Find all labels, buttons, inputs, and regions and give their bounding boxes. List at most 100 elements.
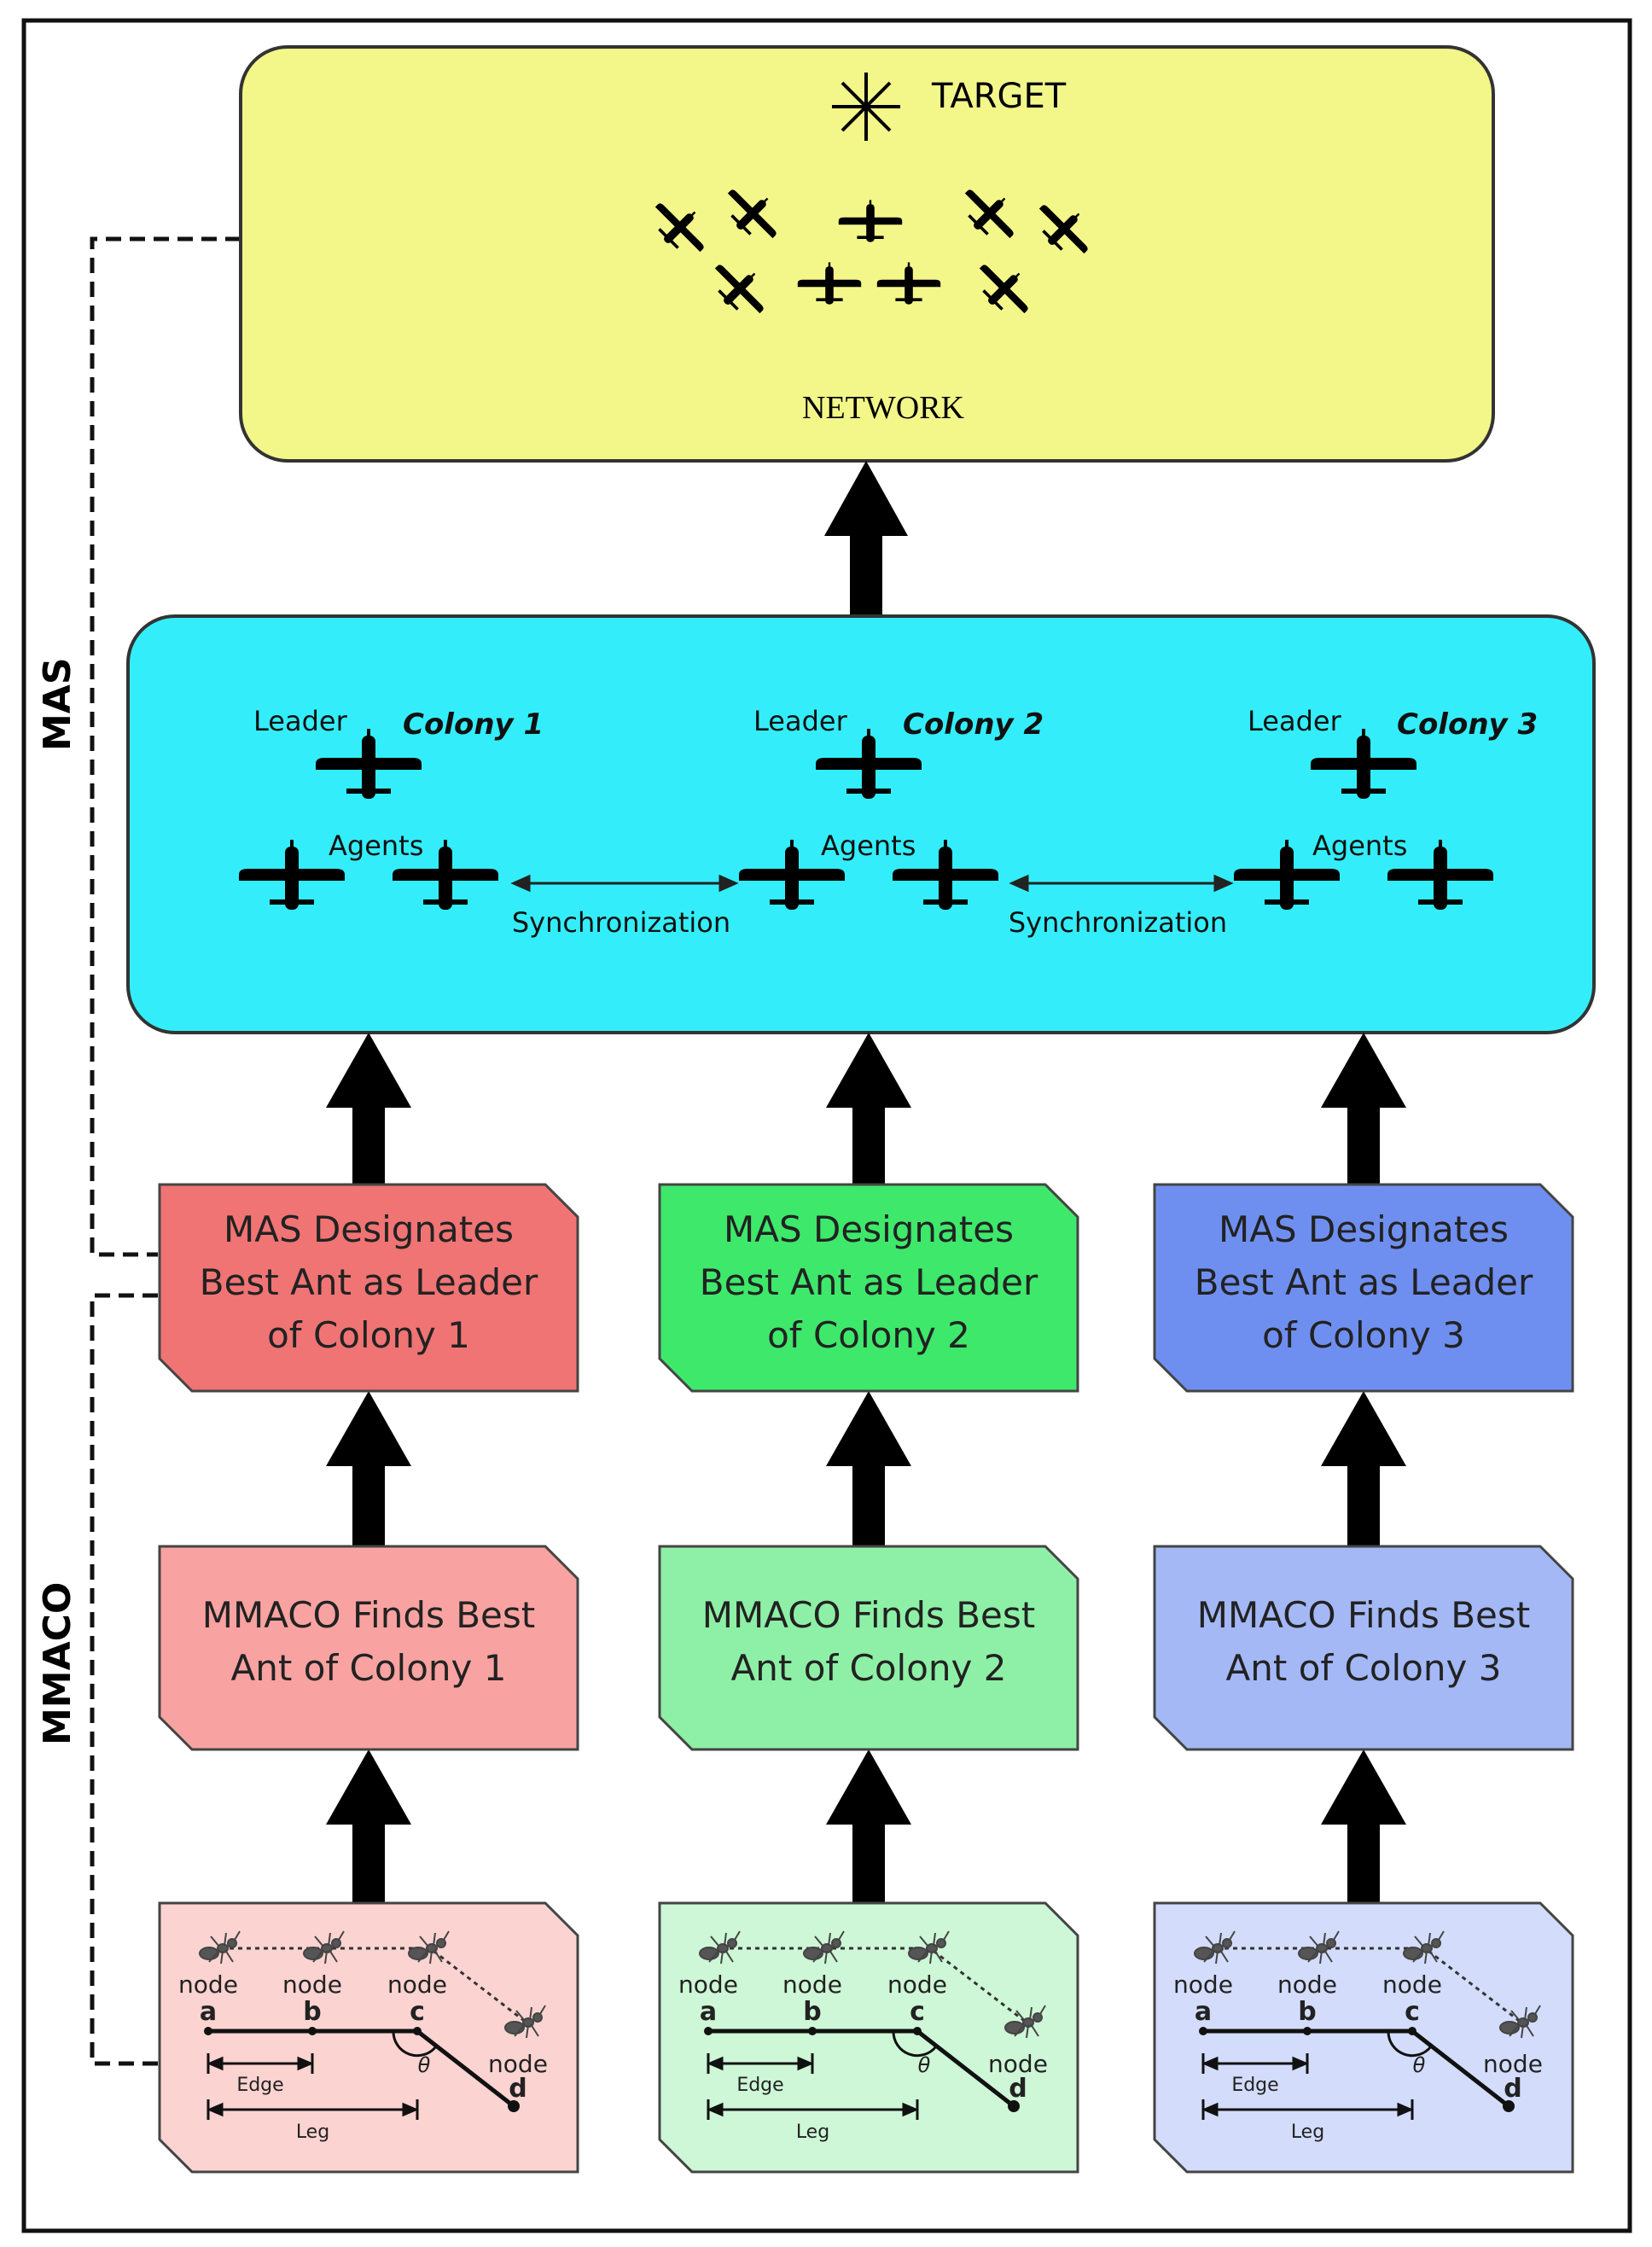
- node-label: node: [678, 1970, 738, 1999]
- leader-label: Leader: [1248, 705, 1342, 737]
- node-letter: b: [303, 1997, 321, 2027]
- node-letter: c: [410, 1997, 425, 2027]
- outer-frame: [21, 18, 1632, 2233]
- edge-dimension: [1201, 2053, 1309, 2074]
- finds-best-ant-text: MMACO Finds Best: [1197, 1594, 1531, 1636]
- colony-label: Colony 2: [903, 707, 1044, 742]
- theta-label: θ: [418, 2053, 431, 2077]
- leg-label: Leg: [796, 2122, 829, 2143]
- finds-best-ant-text: Ant of Colony 1: [231, 1647, 507, 1689]
- graph-node: [1303, 2027, 1312, 2035]
- agents-label: Agents: [329, 830, 423, 862]
- edge-dimension: [206, 2053, 314, 2074]
- colony-1-group: Leader Colony 1 Agents: [239, 705, 544, 910]
- edge-label: Edge: [736, 2075, 783, 2096]
- theta-arc: [1387, 2030, 1433, 2058]
- arrow-up-icon: [326, 1391, 411, 1546]
- graph-node: [913, 2027, 922, 2035]
- graph-node: [1408, 2027, 1416, 2035]
- arrow-up-icon: [824, 461, 908, 616]
- colony-2-group: Leader Colony 2 Agents: [739, 705, 1044, 910]
- node-label: node: [887, 1970, 947, 1999]
- node-label: node: [1173, 1970, 1233, 1999]
- ant-path-graph-box: [1153, 1901, 1574, 2174]
- leg-label: Leg: [296, 2122, 329, 2143]
- node-label: node: [1277, 1970, 1337, 1999]
- colony-label: Colony 3: [1397, 707, 1538, 742]
- mas-side-label: MAS: [36, 657, 79, 751]
- designate-leader-text: of Colony 2: [767, 1314, 970, 1356]
- designate-leader-text: of Colony 1: [267, 1314, 470, 1356]
- arrow-up-icon: [326, 1033, 411, 1185]
- node-letter: a: [1195, 1997, 1212, 2027]
- leg-label: Leg: [1291, 2122, 1324, 2143]
- star-target-icon: [832, 73, 900, 141]
- finds-best-ant-text: MMACO Finds Best: [702, 1594, 1036, 1636]
- edge-label: Edge: [236, 2075, 283, 2096]
- arrow-up-icon: [826, 1749, 911, 1903]
- mas-panel: [126, 614, 1596, 1034]
- designate-leader-box: [158, 1183, 579, 1393]
- node-label: node: [1483, 2050, 1543, 2078]
- graph-node: [1503, 2100, 1515, 2112]
- theta-arc: [892, 2030, 938, 2058]
- node-label: node: [988, 2050, 1048, 2078]
- finds-best-ant-box: [1153, 1545, 1574, 1751]
- graph-node: [704, 2027, 713, 2035]
- finds-best-ant-box: [158, 1545, 579, 1751]
- theta-label: θ: [1413, 2053, 1426, 2077]
- edge-label: Edge: [1231, 2075, 1278, 2096]
- sync-label-2: Synchronization: [1009, 906, 1227, 939]
- mmaco-side-label: MMACO: [36, 1582, 79, 1745]
- arrow-up-icon: [1321, 1391, 1406, 1546]
- sync-arrow-1: [510, 874, 739, 893]
- node-letter: b: [1298, 1997, 1316, 2027]
- theta-label: θ: [918, 2053, 931, 2077]
- colony-label: Colony 1: [403, 707, 544, 742]
- graph-node: [308, 2027, 317, 2035]
- theta-arc: [392, 2030, 438, 2058]
- graph-node: [204, 2027, 212, 2035]
- sync-arrow-2: [1009, 874, 1234, 893]
- node-label: node: [387, 1970, 447, 1999]
- designate-leader-text: MAS Designates: [224, 1208, 514, 1250]
- arrow-up-icon: [826, 1391, 911, 1546]
- graph-node: [1008, 2100, 1020, 2112]
- designate-leader-text: Best Ant as Leader: [200, 1261, 538, 1303]
- graph-node: [808, 2027, 817, 2035]
- node-label: node: [782, 1970, 842, 1999]
- agents-label: Agents: [821, 830, 916, 862]
- node-letter: a: [200, 1997, 217, 2027]
- node-label: node: [282, 1970, 342, 1999]
- network-box: [239, 45, 1495, 463]
- colony-3-group: Leader Colony 3 Agents: [1234, 705, 1538, 910]
- node-letter: c: [1405, 1997, 1420, 2027]
- finds-best-ant-box: [658, 1545, 1079, 1751]
- leader-label: Leader: [253, 705, 348, 737]
- target-label: TARGET: [931, 77, 1067, 116]
- designate-leader-text: Best Ant as Leader: [700, 1261, 1038, 1303]
- designate-leader-text: MAS Designates: [724, 1208, 1014, 1250]
- finds-best-ant-text: Ant of Colony 3: [1226, 1647, 1502, 1689]
- arrow-up-icon: [1321, 1033, 1406, 1185]
- edge-dimension: [707, 2053, 814, 2074]
- node-letter: d: [1009, 2074, 1027, 2104]
- graph-edge: [1411, 2029, 1510, 2108]
- graph-node: [508, 2100, 520, 2112]
- designate-leader-text: of Colony 3: [1262, 1314, 1465, 1356]
- designate-leader-text: Best Ant as Leader: [1195, 1261, 1533, 1303]
- node-letter: c: [910, 1997, 925, 2027]
- node-letter: d: [1504, 2074, 1521, 2104]
- graph-node: [1199, 2027, 1207, 2035]
- designate-leader-text: MAS Designates: [1219, 1208, 1509, 1250]
- graph-node: [413, 2027, 422, 2035]
- network-label: NETWORK: [802, 390, 965, 426]
- node-label: node: [1382, 1970, 1442, 1999]
- ant-path-graph-box: [158, 1901, 579, 2174]
- dashed-connectors: [90, 236, 241, 2066]
- ant-path-graph-box: [658, 1901, 1079, 2174]
- leg-dimension: [707, 2099, 919, 2120]
- designate-leader-box: [658, 1183, 1079, 1393]
